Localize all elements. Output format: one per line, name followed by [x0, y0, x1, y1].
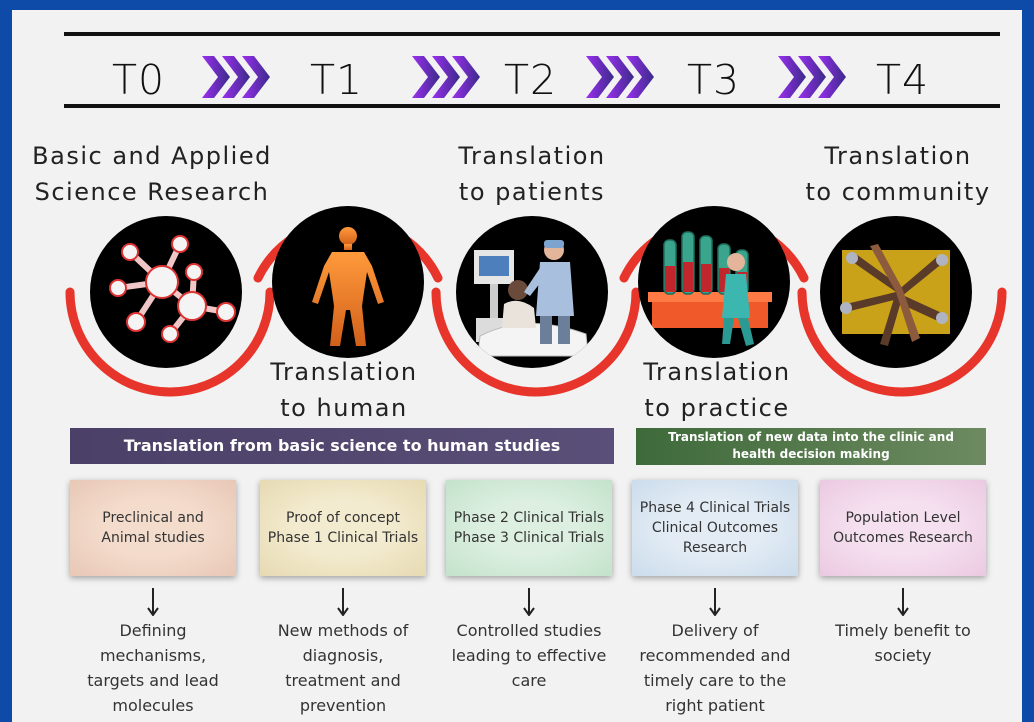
down-arrow-icon: [897, 588, 909, 616]
stage-t0: T0: [112, 56, 166, 104]
desc-line: targets and lead: [87, 671, 219, 690]
banner-line: health decision making: [732, 447, 890, 461]
desc-line: recommended and: [639, 646, 791, 665]
box-line: Clinical Outcomes: [651, 520, 779, 536]
heading-t3: Translation to practice: [624, 354, 810, 426]
stage-box-phase4: Phase 4 Clinical Trials Clinical Outcome…: [632, 480, 798, 576]
translational-research-diagram: T0 T1 T2 T3 T4 Basic and Applied Science…: [12, 10, 1022, 722]
box-line: Phase 4 Clinical Trials: [639, 500, 791, 516]
box-line: Preclinical and: [102, 510, 204, 526]
desc-line: right patient: [665, 696, 765, 715]
arc-t2: [431, 287, 641, 397]
box-line: Phase 1 Clinical Trials: [267, 530, 419, 546]
arc-t4: [797, 287, 1007, 397]
heading-line: Translation: [458, 142, 606, 170]
chevron-arrow-icon: [202, 56, 270, 98]
human-body-icon: [272, 206, 424, 358]
desc-line: care: [511, 671, 547, 690]
heading-line: Science Research: [34, 178, 270, 206]
chevron-arrow-icon: [412, 56, 480, 98]
chevron-arrow-icon: [778, 56, 846, 98]
heading-t4: Translation to community: [796, 138, 1000, 210]
heading-line: Translation: [643, 358, 791, 386]
heading-line: Basic and Applied: [32, 142, 272, 170]
down-arrow-icon: [337, 588, 349, 616]
lab-samples-icon: [638, 206, 790, 358]
box-line: Animal studies: [101, 530, 205, 546]
heading-line: to practice: [644, 394, 790, 422]
heading-t1: Translation to human: [254, 354, 434, 426]
down-arrow-icon: [147, 588, 159, 616]
chevron-arrow-icon: [586, 56, 654, 98]
desc-line: society: [874, 646, 932, 665]
desc-line: prevention: [299, 696, 387, 715]
outcome-description: Timely benefit to society: [818, 618, 988, 668]
stage-t4: T4: [876, 56, 930, 104]
top-rule: [64, 32, 1000, 36]
desc-line: New methods of: [277, 621, 409, 640]
desc-line: Defining: [119, 621, 187, 640]
stage-box-population: Population Level Outcomes Research: [820, 480, 986, 576]
desc-line: Delivery of: [671, 621, 759, 640]
stage-t1: T1: [310, 56, 364, 104]
desc-line: diagnosis,: [302, 646, 384, 665]
box-line: Proof of concept: [286, 510, 400, 526]
box-line: Population Level: [845, 510, 961, 526]
desc-line: leading to effective: [451, 646, 607, 665]
bottom-rule: [64, 104, 1000, 108]
heading-line: Translation: [824, 142, 972, 170]
banner-data-to-clinic: Translation of new data into the clinic …: [636, 428, 986, 465]
box-line: Phase 3 Clinical Trials: [453, 530, 605, 546]
heading-t0: Basic and Applied Science Research: [24, 138, 280, 210]
outcome-description: Defining mechanisms, targets and lead mo…: [68, 618, 238, 718]
down-arrow-icon: [523, 588, 535, 616]
heading-line: Translation: [270, 358, 418, 386]
community-hands-icon: [820, 216, 972, 368]
box-line: Outcomes Research: [833, 530, 973, 546]
desc-line: mechanisms,: [99, 646, 207, 665]
desc-line: timely care to the: [643, 671, 787, 690]
molecule-icon: [90, 216, 242, 368]
stage-t2: T2: [504, 56, 558, 104]
heading-t2: Translation to patients: [444, 138, 620, 210]
banner-basic-to-human: Translation from basic science to human …: [70, 428, 614, 464]
heading-line: to patients: [458, 178, 606, 206]
box-line: Research: [682, 540, 748, 556]
stage-box-preclinical: Preclinical and Animal studies: [70, 480, 236, 576]
desc-line: molecules: [112, 696, 194, 715]
stage-box-phase2-3: Phase 2 Clinical Trials Phase 3 Clinical…: [446, 480, 612, 576]
banner-line: Translation of new data into the clinic …: [668, 430, 954, 444]
box-line: Phase 2 Clinical Trials: [453, 510, 605, 526]
stage-t3: T3: [687, 56, 741, 104]
desc-line: Timely benefit to: [835, 621, 971, 640]
heading-line: to human: [280, 394, 408, 422]
patient-care-icon: [456, 216, 608, 368]
heading-line: to community: [805, 178, 991, 206]
desc-line: treatment and: [285, 671, 401, 690]
stage-box-phase1: Proof of concept Phase 1 Clinical Trials: [260, 480, 426, 576]
desc-line: Controlled studies: [456, 621, 602, 640]
down-arrow-icon: [709, 588, 721, 616]
outcome-description: Controlled studies leading to effective …: [444, 618, 614, 693]
arc-t0: [65, 287, 275, 397]
outcome-description: Delivery of recommended and timely care …: [630, 618, 800, 718]
outcome-description: New methods of diagnosis, treatment and …: [258, 618, 428, 718]
